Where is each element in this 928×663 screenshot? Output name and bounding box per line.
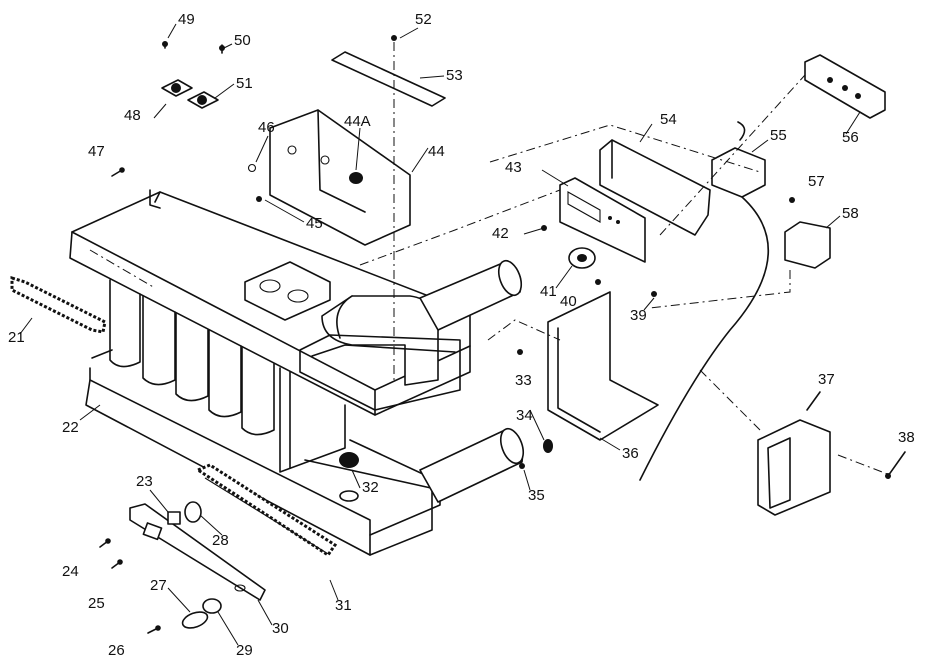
label-34: 34 [516, 407, 533, 424]
heat-exchanger-tubes [109, 279, 275, 436]
label-41: 41 [540, 283, 557, 300]
label-54: 54 [660, 111, 677, 128]
label-32: 32 [362, 479, 379, 496]
part-43-control-board [559, 177, 646, 263]
part-37-blower-box [757, 391, 906, 516]
label-33: 33 [515, 372, 532, 389]
label-50: 50 [234, 32, 251, 49]
part-55-inducer-motor [639, 121, 770, 481]
part-41-pressure-switch [541, 225, 601, 285]
label-leader-lines [19, 23, 861, 646]
part-31-gasket [194, 463, 338, 558]
part-30-cover-panel [129, 503, 266, 601]
label-57: 57 [808, 173, 825, 190]
vent-pipe-upper [419, 259, 523, 331]
label-25: 25 [88, 595, 105, 612]
label-38: 38 [898, 429, 915, 446]
part-56-terminal-block [804, 54, 886, 119]
label-27: 27 [150, 577, 167, 594]
label-49: 49 [178, 11, 195, 28]
label-37: 37 [818, 371, 835, 388]
part-58-transformer [784, 197, 831, 269]
label-43: 43 [505, 159, 522, 176]
part-21-gasket [10, 275, 107, 334]
burner-elbow [299, 295, 461, 411]
label-24: 24 [62, 563, 79, 580]
label-51: 51 [236, 75, 253, 92]
lower-housing [85, 349, 441, 556]
label-53: 53 [446, 67, 463, 84]
label-46: 46 [258, 119, 275, 136]
label-40: 40 [560, 293, 577, 310]
label-48: 48 [124, 107, 141, 124]
label-35: 35 [528, 487, 545, 504]
assembly-dash-lines [89, 42, 891, 476]
label-22: 22 [62, 419, 79, 436]
label-29: 29 [236, 642, 253, 659]
label-45: 45 [306, 215, 323, 232]
label-28: 28 [212, 532, 229, 549]
label-36: 36 [622, 445, 639, 462]
part-54-bracket [599, 139, 711, 236]
label-56: 56 [842, 129, 859, 146]
part-48-51-limit-switches [161, 41, 225, 109]
label-44a: 44A [344, 113, 371, 130]
label-55: 55 [770, 127, 787, 144]
label-31: 31 [335, 597, 352, 614]
part-36-mounting-bracket [517, 291, 659, 469]
label-44: 44 [428, 143, 445, 160]
part-labels: 21 22 23 24 25 26 27 28 29 30 31 32 33 3… [8, 11, 915, 659]
small-components [167, 452, 359, 629]
part-44-control-box [247, 109, 411, 246]
label-39: 39 [630, 307, 647, 324]
label-47: 47 [88, 143, 105, 160]
label-42: 42 [492, 225, 509, 242]
part-53-bracket [331, 35, 446, 107]
label-58: 58 [842, 205, 859, 222]
vent-pipe-lower [419, 427, 525, 503]
top-mount-plate [244, 261, 331, 321]
screws-left [99, 167, 161, 634]
label-52: 52 [415, 11, 432, 28]
label-26: 26 [108, 642, 125, 659]
label-30: 30 [272, 620, 289, 637]
label-23: 23 [136, 473, 153, 490]
